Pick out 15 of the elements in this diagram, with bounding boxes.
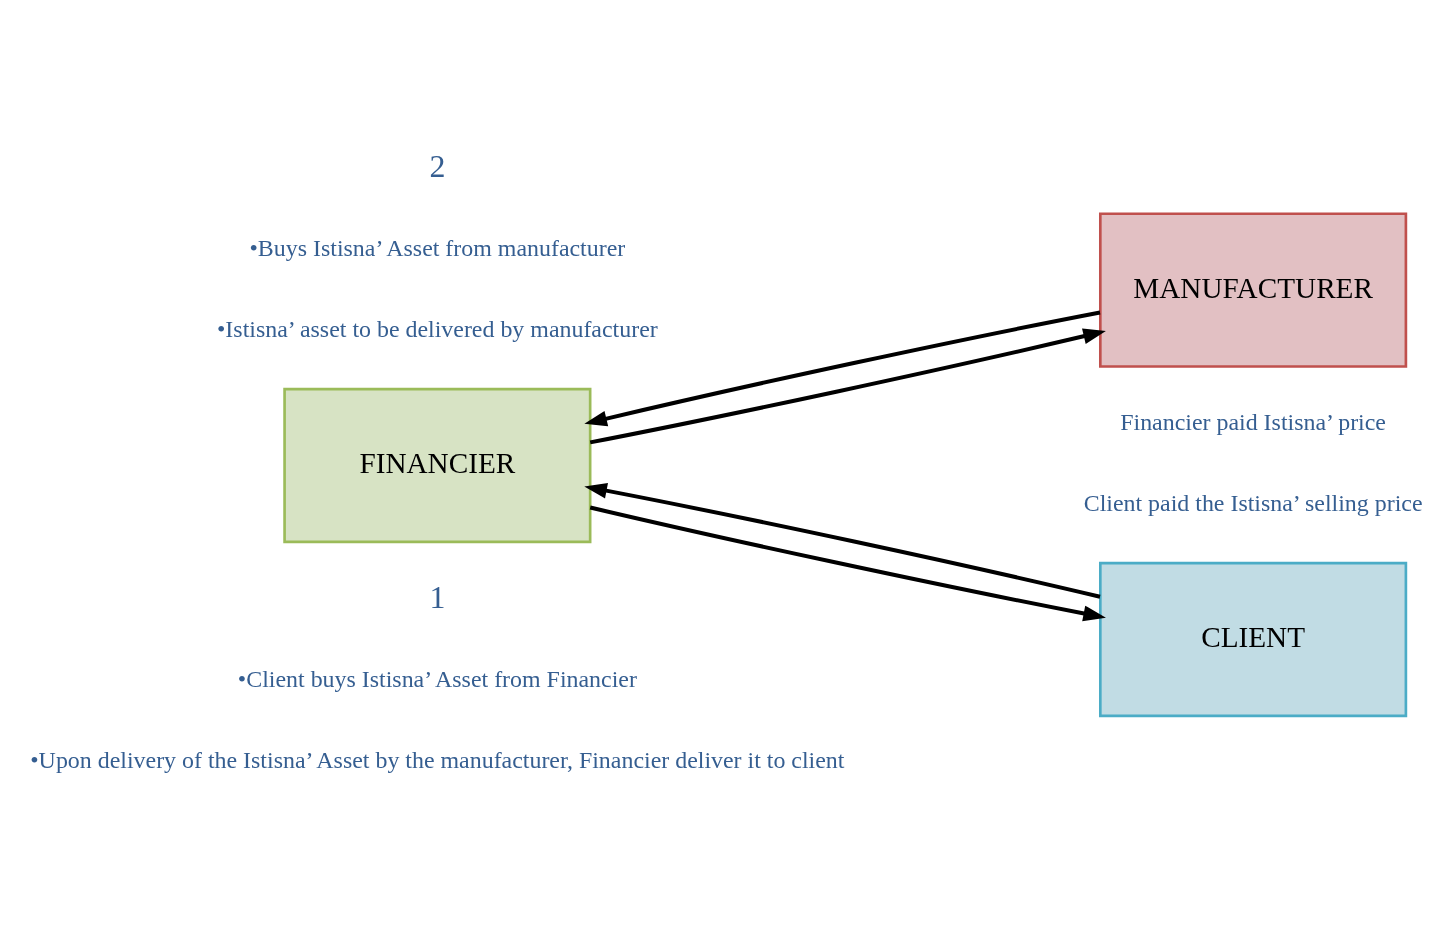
- node-box: CLIENT: [1099, 561, 1408, 717]
- label: •Client buys Istisna’ Asset from Financier: [237, 665, 637, 692]
- label: •Buys Istisna’ Asset from manufacturer: [249, 234, 626, 261]
- arrow: [589, 505, 1106, 621]
- node-box: FINANCIER: [283, 387, 592, 543]
- label: •Istisna’ asset to be delivered by manufacturer: [217, 315, 658, 342]
- label: 1: [429, 579, 446, 615]
- node-box: MANUFACTURER: [1099, 211, 1408, 368]
- label: 2: [429, 148, 446, 184]
- arrow: [589, 328, 1106, 444]
- label: Financier paid Istisna’ price: [1120, 408, 1386, 435]
- label: •Upon delivery of the Istisna’ Asset by the manufacturer, Financier deliver it to client: [30, 746, 845, 773]
- label: Client paid the Istisna’ selling price: [1083, 489, 1423, 516]
- arrow: [584, 310, 1101, 426]
- arrow: [584, 482, 1101, 599]
